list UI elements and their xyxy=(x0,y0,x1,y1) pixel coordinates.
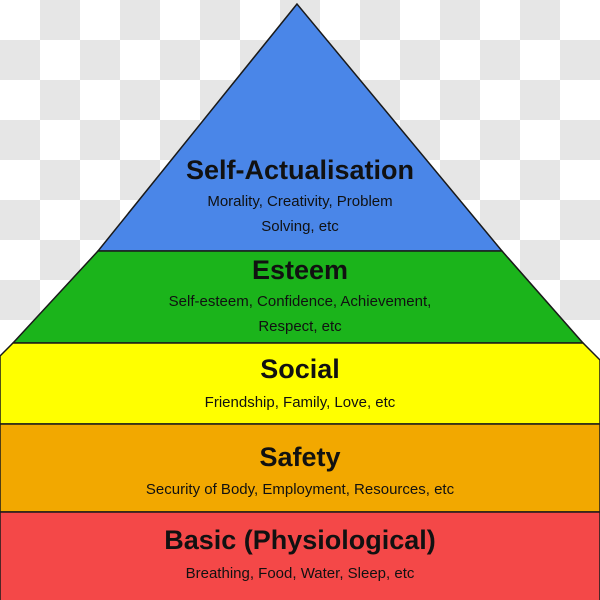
level-basic-title: Basic (Physiological) xyxy=(164,525,436,555)
level-esteem-desc-line-2: Respect, etc xyxy=(258,318,342,335)
level-social-desc: Friendship, Family, Love, etc xyxy=(205,394,396,411)
level-safety-title: Safety xyxy=(259,442,340,472)
level-social-shape xyxy=(0,342,600,425)
level-social: Social Friendship, Family, Love, etc xyxy=(0,342,600,425)
level-self-actualisation-shape xyxy=(96,2,504,252)
level-esteem-desc-line-1: Self-esteem, Confidence, Achievement, xyxy=(169,293,432,310)
level-self-actualisation-desc-line-1: Morality, Creativity, Problem xyxy=(207,193,392,210)
level-esteem-title: Esteem xyxy=(252,255,348,285)
level-esteem: Esteem Self-esteem, Confidence, Achievem… xyxy=(11,250,585,344)
level-basic-desc: Breathing, Food, Water, Sleep, etc xyxy=(186,565,415,582)
level-basic: Basic (Physiological) Breathing, Food, W… xyxy=(0,511,600,600)
level-safety-shape xyxy=(0,423,600,513)
level-self-actualisation: Self-Actualisation Morality, Creativity,… xyxy=(96,2,504,252)
level-self-actualisation-desc-line-2: Solving, etc xyxy=(261,218,339,235)
level-self-actualisation-title: Self-Actualisation xyxy=(186,155,414,185)
level-safety-desc: Security of Body, Employment, Resources,… xyxy=(146,481,455,498)
level-social-title: Social xyxy=(260,354,340,384)
level-safety: Safety Security of Body, Employment, Res… xyxy=(0,423,600,513)
level-basic-shape xyxy=(0,511,600,600)
